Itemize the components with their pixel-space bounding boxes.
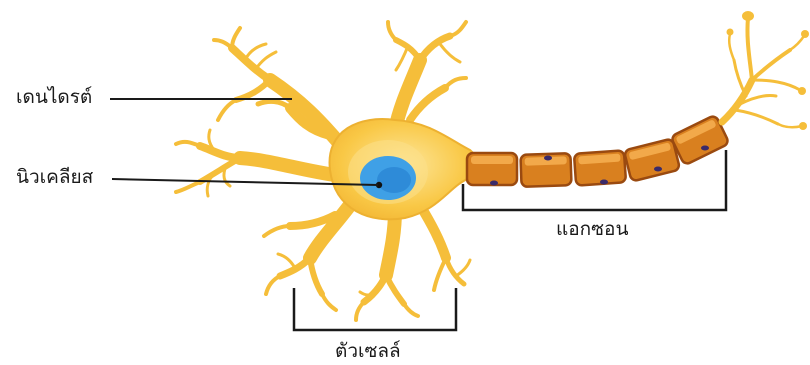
nucleus <box>360 156 416 200</box>
cell-body-label: ตัวเซลล์ <box>335 342 401 361</box>
axon-myelin <box>467 115 729 187</box>
dendrite-label: เดนไดรต์ <box>16 88 92 107</box>
axon-label: แอกซอน <box>556 220 628 239</box>
axon-terminals <box>722 18 804 127</box>
nucleus-label: นิวเคลียส <box>16 168 93 187</box>
